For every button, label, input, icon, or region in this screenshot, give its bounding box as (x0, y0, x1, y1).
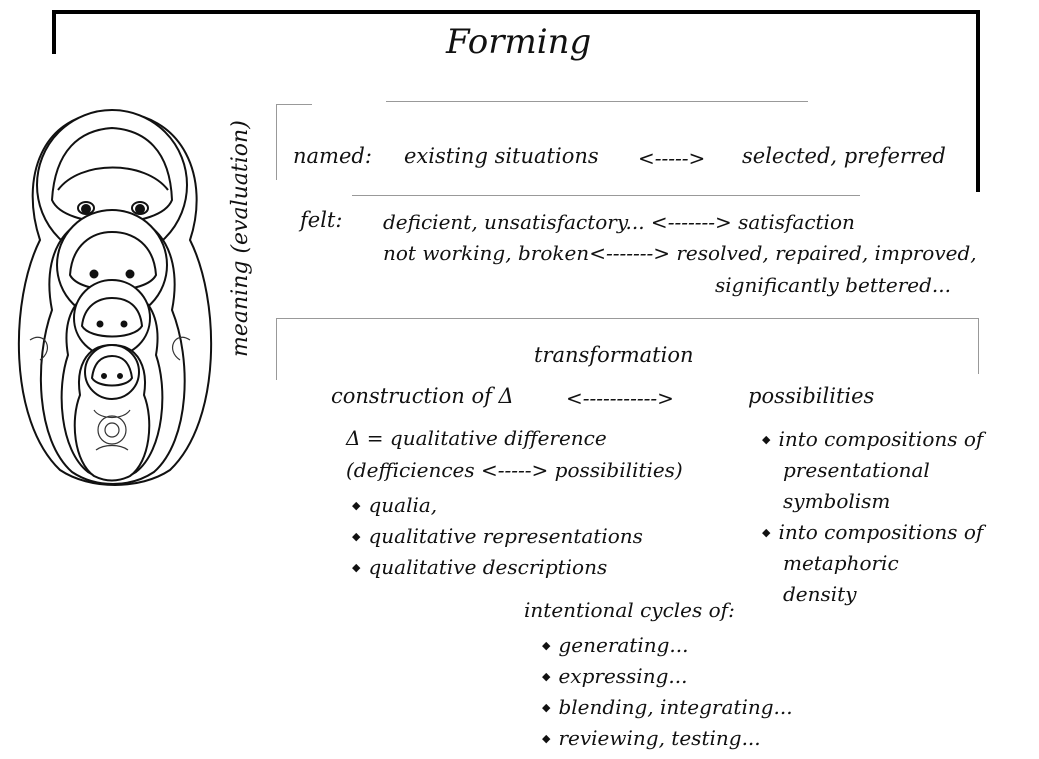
compositions-list: into compositions of presentational symb… (762, 424, 983, 610)
list-item: expressing... (542, 661, 793, 692)
meaning-evaluation-label: meaning (evaluation) (228, 120, 253, 357)
list-item: qualitative representations (352, 521, 643, 552)
intentional-cycles-heading: intentional cycles of: (524, 598, 735, 622)
list-item: qualitative descriptions (352, 552, 643, 583)
list-item: blending, integrating... (542, 692, 793, 723)
rule-named-top (386, 101, 808, 102)
list-item: reviewing, testing... (542, 723, 793, 754)
list-item-continuation: symbolism (762, 486, 983, 517)
list-item: into compositions of (762, 424, 983, 455)
felt-line-3: significantly bettered... (715, 273, 951, 297)
frame-right-border (976, 10, 980, 192)
list-item-continuation: density (762, 579, 983, 610)
rule-transformation-top (276, 318, 978, 319)
felt-label: felt: (300, 208, 342, 232)
qualitative-list: qualia, qualitative representations qual… (352, 490, 643, 583)
named-arrow: <-----> (638, 146, 705, 170)
bracket-transformation-right (978, 318, 979, 374)
delta-deficiences: (defficiences <-----> possibilities) (346, 458, 683, 482)
construction-arrow: <-----------> (566, 386, 674, 410)
list-item: qualia, (352, 490, 643, 521)
bracket-transformation-left (276, 318, 277, 380)
construction-of-delta: construction of Δ (331, 384, 514, 408)
bracket-named (276, 104, 277, 180)
diagram-title: Forming (446, 22, 591, 62)
named-selected: selected, preferred (742, 144, 946, 168)
rule-named-left (276, 104, 312, 105)
possibilities-heading: possibilities (748, 384, 874, 408)
list-item: into compositions of (762, 517, 983, 548)
named-label: named: (293, 144, 372, 168)
felt-line-1: deficient, unsatisfactory... <-------> s… (383, 210, 855, 234)
delta-definition: Δ = qualitative difference (346, 426, 607, 450)
felt-line-2: not working, broken<-------> resolved, r… (383, 241, 977, 265)
transformation-heading: transformation (534, 343, 694, 367)
nesting-dolls-illustration (0, 0, 240, 500)
list-item-continuation: presentational (762, 455, 983, 486)
named-existing: existing situations (404, 144, 599, 168)
list-item: generating... (542, 630, 793, 661)
list-item-continuation: metaphoric (762, 548, 983, 579)
rule-felt-top (352, 195, 860, 196)
cycles-list: generating... expressing... blending, in… (542, 630, 793, 754)
